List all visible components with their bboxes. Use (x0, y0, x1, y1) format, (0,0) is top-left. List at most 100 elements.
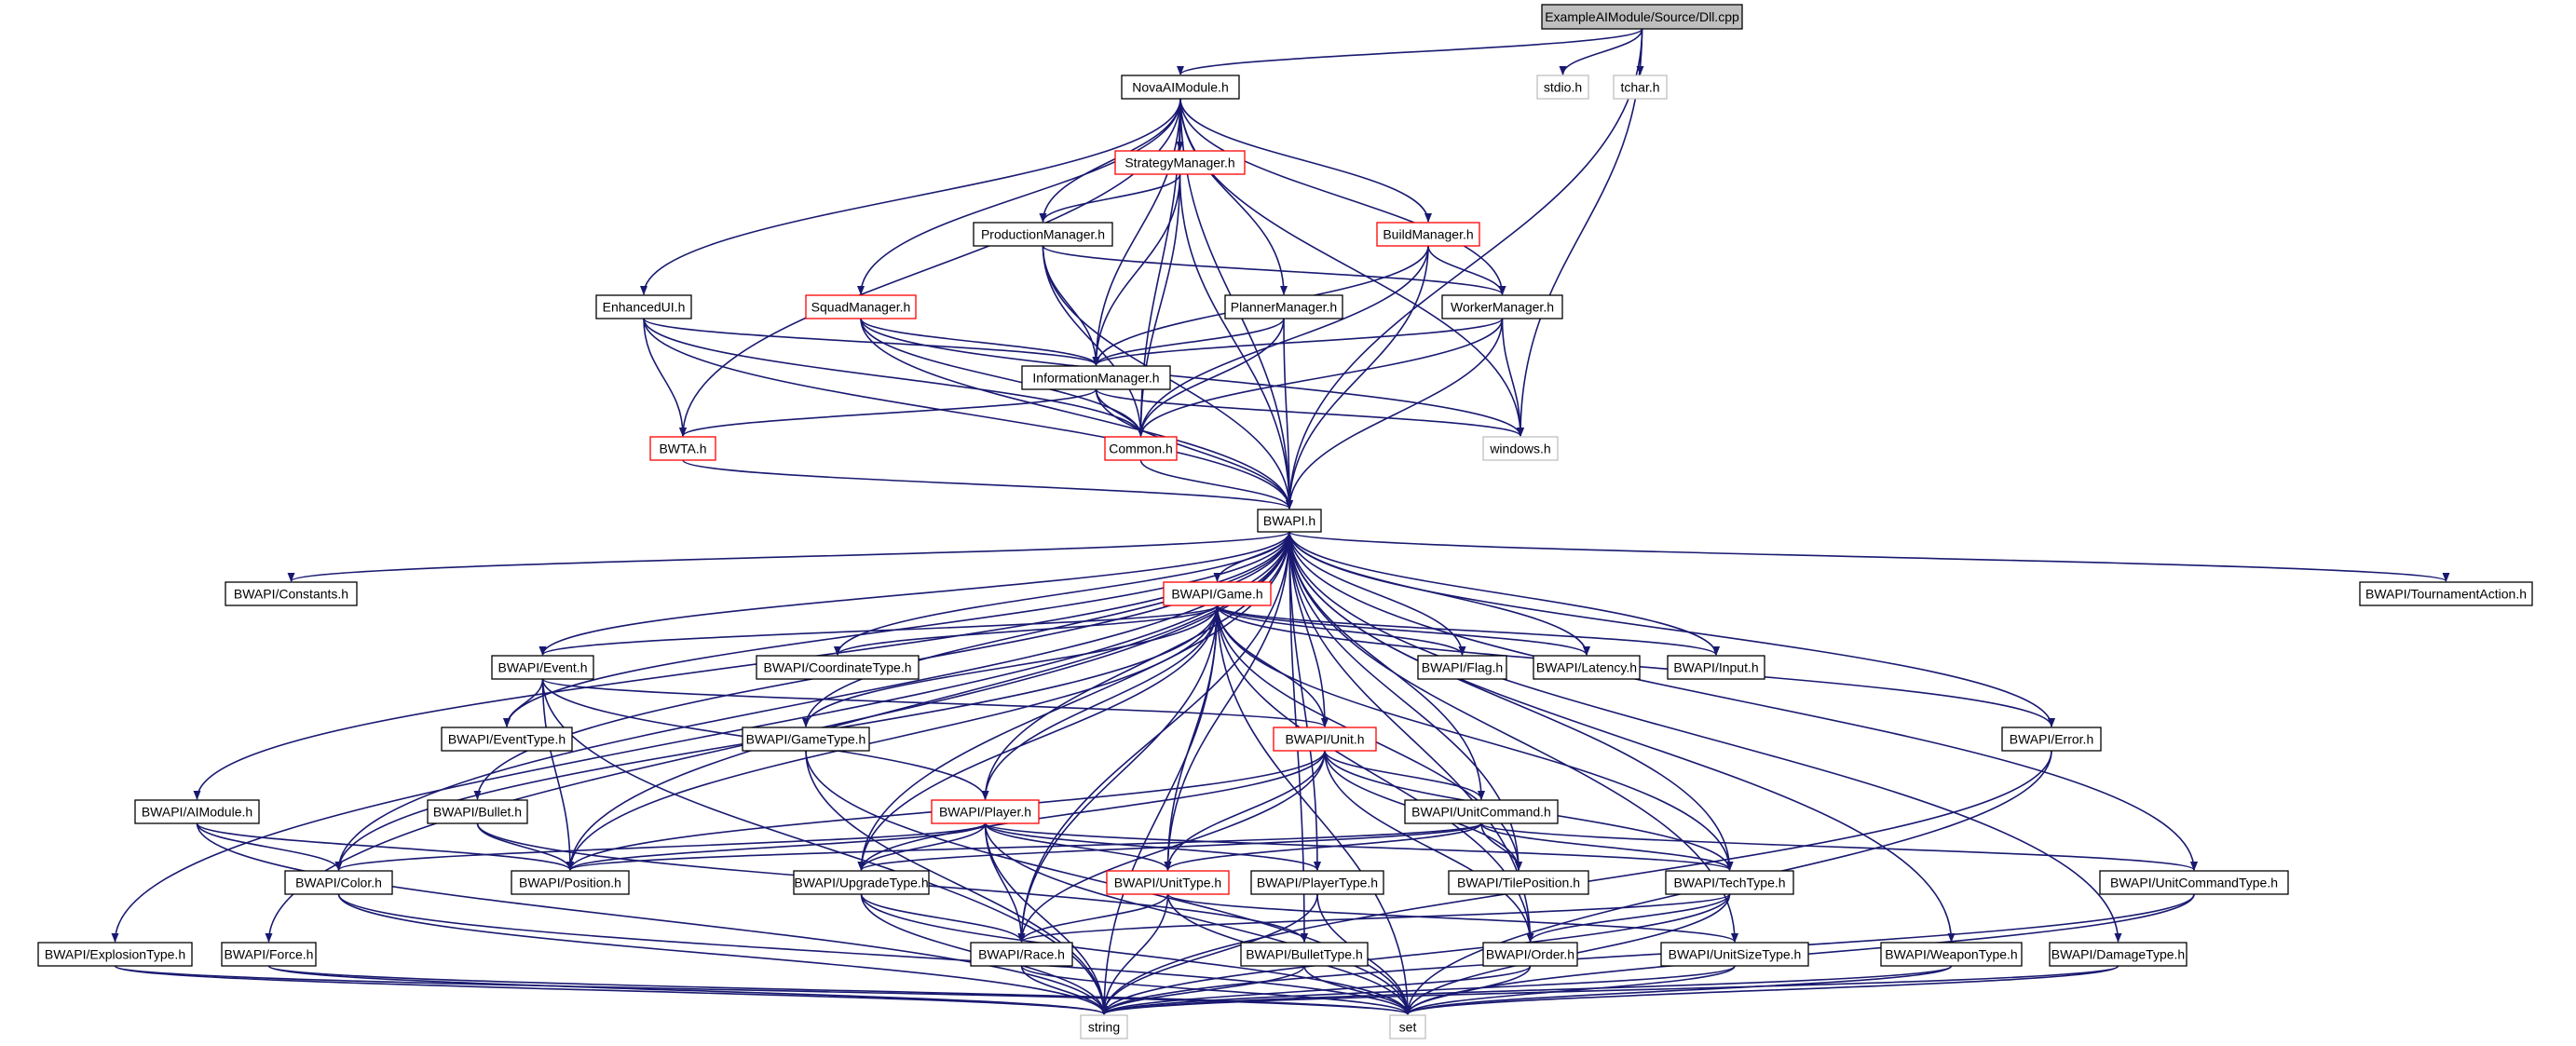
node-damagetype[interactable]: BWAPI/DamageType.h (2049, 942, 2188, 967)
node-constants[interactable]: BWAPI/Constants.h (225, 581, 358, 606)
node-label: BWAPI/Player.h (939, 805, 1031, 820)
node-box (1536, 75, 1589, 100)
node-label: BWAPI/EventType.h (448, 732, 566, 747)
edge-upgradetype-to-set (860, 893, 1411, 1015)
edge-techtype-to-string (1100, 893, 1731, 1015)
node-stdio[interactable]: stdio.h (1536, 75, 1589, 100)
node-techtype[interactable]: BWAPI/TechType.h (1665, 870, 1794, 895)
edge-game-to-unittype (1164, 605, 1219, 871)
node-strategy[interactable]: StrategyManager.h (1114, 150, 1246, 175)
node-worker[interactable]: WorkerManager.h (1441, 294, 1563, 319)
edge-aimodule-to-color (196, 822, 343, 871)
node-dll[interactable]: ExampleAIModule/Source/Dll.cpp (1541, 4, 1743, 30)
node-set[interactable]: set (1389, 1014, 1426, 1039)
edge-nova-to-build (1179, 98, 1432, 223)
node-box (1613, 75, 1668, 100)
edge-game-to-coordtype (834, 605, 1219, 656)
node-windows[interactable]: windows.h (1482, 436, 1559, 461)
node-label: BWTA.h (659, 441, 706, 456)
node-box (511, 870, 630, 895)
node-box (1106, 870, 1230, 895)
edge-game-to-input (1216, 605, 1720, 656)
node-box (793, 870, 930, 895)
node-unit[interactable]: BWAPI/Unit.h (1273, 727, 1377, 752)
node-bwapi[interactable]: BWAPI.h (1257, 509, 1322, 533)
node-box (1021, 365, 1171, 390)
node-box (1404, 799, 1559, 824)
node-enhancedui[interactable]: EnhancedUI.h (595, 294, 692, 319)
edge-unit-to-order (1324, 750, 1534, 943)
node-weapontype[interactable]: BWAPI/WeaponType.h (1880, 942, 2023, 967)
node-production[interactable]: ProductionManager.h (973, 222, 1113, 247)
node-box (970, 942, 1073, 967)
node-latency[interactable]: BWAPI/Latency.h (1533, 655, 1641, 680)
node-unitcommandtype[interactable]: BWAPI/UnitCommandType.h (2099, 870, 2289, 895)
node-squad[interactable]: SquadManager.h (805, 294, 917, 319)
edge-aimodule-to-string (196, 822, 1108, 1015)
node-upgradetype[interactable]: BWAPI/UpgradeType.h (793, 870, 930, 895)
edge-force-to-string (267, 965, 1108, 1015)
node-event[interactable]: BWAPI/Event.h (491, 655, 594, 680)
node-force[interactable]: BWAPI/Force.h (221, 942, 317, 967)
node-position[interactable]: BWAPI/Position.h (511, 870, 630, 895)
node-nova[interactable]: NovaAIModule.h (1121, 75, 1240, 100)
edge-event-to-position (541, 678, 574, 871)
edge-planner-to-information (1092, 318, 1285, 366)
node-label: BWAPI/GameType.h (746, 732, 866, 747)
node-eventtype[interactable]: BWAPI/EventType.h (441, 727, 573, 752)
node-label: set (1399, 1020, 1417, 1035)
node-color[interactable]: BWAPI/Color.h (284, 870, 393, 895)
node-box (1417, 655, 1507, 680)
node-bwta[interactable]: BWTA.h (649, 436, 716, 461)
node-box (284, 870, 393, 895)
edge-unitcommand-to-upgradetype (857, 822, 1482, 871)
edge-race-to-set (1020, 965, 1411, 1015)
edge-event-to-eventtype (503, 678, 544, 727)
node-common[interactable]: Common.h (1104, 436, 1178, 461)
edge-unitsizetype-to-string (1100, 965, 1736, 1015)
edge-game-to-gametype (802, 605, 1219, 727)
node-playertype[interactable]: BWAPI/PlayerType.h (1250, 870, 1384, 895)
edge-unittype-to-race (1017, 893, 1169, 943)
node-build[interactable]: BuildManager.h (1376, 222, 1480, 247)
node-tournament[interactable]: BWAPI/TournamentAction.h (2359, 581, 2533, 606)
node-game[interactable]: BWAPI/Game.h (1163, 581, 1272, 606)
node-tileposition[interactable]: BWAPI/TilePosition.h (1448, 870, 1589, 895)
node-information[interactable]: InformationManager.h (1021, 365, 1171, 390)
node-flag[interactable]: BWAPI/Flag.h (1417, 655, 1507, 680)
node-order[interactable]: BWAPI/Order.h (1482, 942, 1578, 967)
node-tchar[interactable]: tchar.h (1613, 75, 1668, 100)
edge-bwapi-to-damagetype (1288, 531, 2122, 943)
node-unittype[interactable]: BWAPI/UnitType.h (1106, 870, 1230, 895)
node-coordtype[interactable]: BWAPI/CoordinateType.h (756, 655, 920, 680)
edge-enhancedui-to-bwapi (643, 318, 1293, 509)
node-bullet[interactable]: BWAPI/Bullet.h (427, 799, 528, 824)
edge-production-to-information (1042, 245, 1100, 366)
edge-squad-to-windows (860, 318, 1524, 437)
node-aimodule[interactable]: BWAPI/AIModule.h (134, 799, 260, 824)
edge-worker-to-information (1092, 318, 1504, 366)
node-gametype[interactable]: BWAPI/GameType.h (742, 727, 870, 752)
edge-upgradetype-to-race (860, 893, 1026, 943)
node-string[interactable]: string (1080, 1014, 1128, 1039)
node-explosiontype[interactable]: BWAPI/ExplosionType.h (37, 942, 193, 967)
node-unitsizetype[interactable]: BWAPI/UnitSizeType.h (1660, 942, 1809, 967)
node-box (427, 799, 528, 824)
node-label: BuildManager.h (1383, 227, 1473, 242)
node-label: PlannerManager.h (1231, 300, 1337, 315)
edge-order-to-string (1100, 965, 1532, 1015)
node-race[interactable]: BWAPI/Race.h (970, 942, 1073, 967)
edge-strategy-to-information (1092, 173, 1181, 366)
node-unitcommand[interactable]: BWAPI/UnitCommand.h (1404, 799, 1559, 824)
node-box (931, 799, 1040, 824)
node-error[interactable]: BWAPI/Error.h (2001, 727, 2102, 752)
node-bullettype[interactable]: BWAPI/BulletType.h (1240, 942, 1369, 967)
node-label: BWAPI/Error.h (2010, 732, 2094, 747)
edge-game-to-set (1216, 605, 1411, 1015)
node-label: windows.h (1489, 441, 1550, 456)
node-input[interactable]: BWAPI/Input.h (1667, 655, 1765, 680)
node-label: BWAPI/TilePosition.h (1457, 876, 1580, 890)
node-player[interactable]: BWAPI/Player.h (931, 799, 1040, 824)
node-planner[interactable]: PlannerManager.h (1224, 294, 1343, 319)
edge-bwapi-to-aimodule (193, 531, 1290, 800)
